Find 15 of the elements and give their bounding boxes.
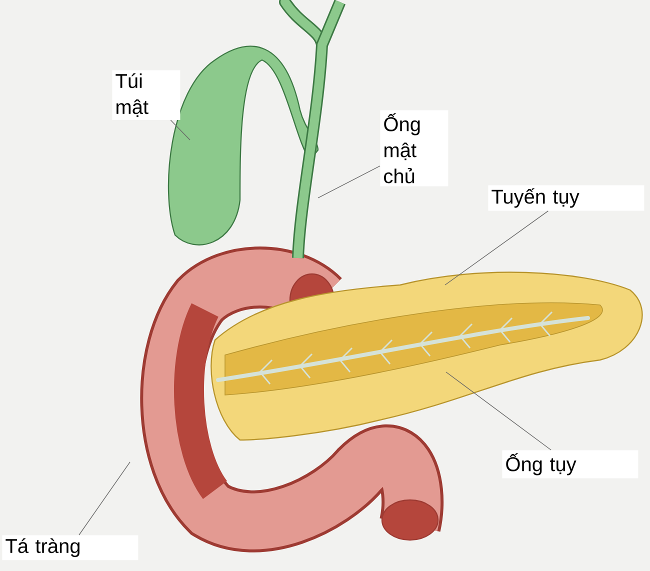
leader-line: [170, 120, 190, 140]
gallbladder-drawing: [168, 46, 319, 246]
leader-line: [318, 166, 380, 198]
duodenum-drawing: [140, 246, 444, 552]
leader-line: [446, 372, 552, 450]
pancreatic-duct-drawing: [216, 311, 590, 385]
leader-line: [444, 210, 549, 286]
part-label: Ống mật chủ: [380, 110, 448, 186]
part-label: Tuyến tụy: [488, 185, 644, 211]
part-label: Tá tràng: [2, 535, 138, 560]
part-label: Ống tụy: [502, 450, 638, 478]
pancreas-drawing: [210, 272, 643, 441]
leader-line: [78, 462, 130, 536]
part-label: Túi mật: [112, 70, 180, 120]
bile-duct-drawing: [279, 0, 346, 258]
